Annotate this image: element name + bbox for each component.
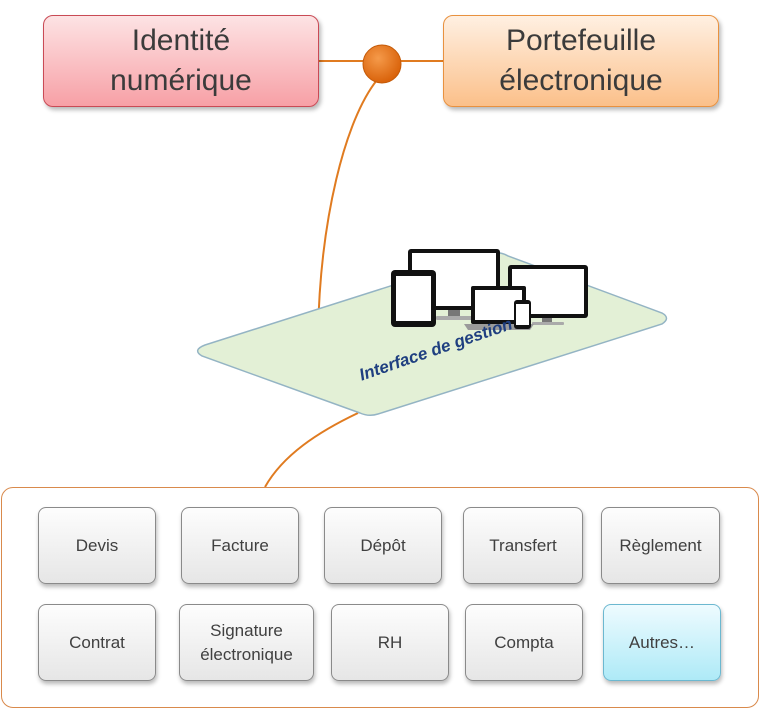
service-facture[interactable]: Facture (181, 507, 299, 584)
connector-dot-icon (362, 44, 402, 84)
electronic-wallet-label: Portefeuille électronique (499, 24, 663, 97)
service-contrat[interactable]: Contrat (38, 604, 156, 681)
electronic-wallet-box: Portefeuille électronique (443, 15, 719, 107)
service-compta[interactable]: Compta (465, 604, 583, 681)
phone-icon (514, 300, 531, 329)
service-transfert[interactable]: Transfert (463, 507, 583, 584)
service-autres[interactable]: Autres… (603, 604, 721, 681)
service-rh[interactable]: RH (331, 604, 449, 681)
service-reglement[interactable]: Règlement (601, 507, 720, 584)
interface-to-services-curve (264, 412, 359, 488)
devices-illustration (391, 249, 588, 330)
digital-identity-box: Identité numérique (43, 15, 319, 107)
service-signature-electronique[interactable]: Signature électronique (179, 604, 314, 681)
dot-to-interface-curve (317, 79, 378, 336)
tablet-icon (391, 270, 436, 327)
service-devis[interactable]: Devis (38, 507, 156, 584)
digital-identity-label: Identité numérique (110, 24, 252, 97)
service-depot[interactable]: Dépôt (324, 507, 442, 584)
